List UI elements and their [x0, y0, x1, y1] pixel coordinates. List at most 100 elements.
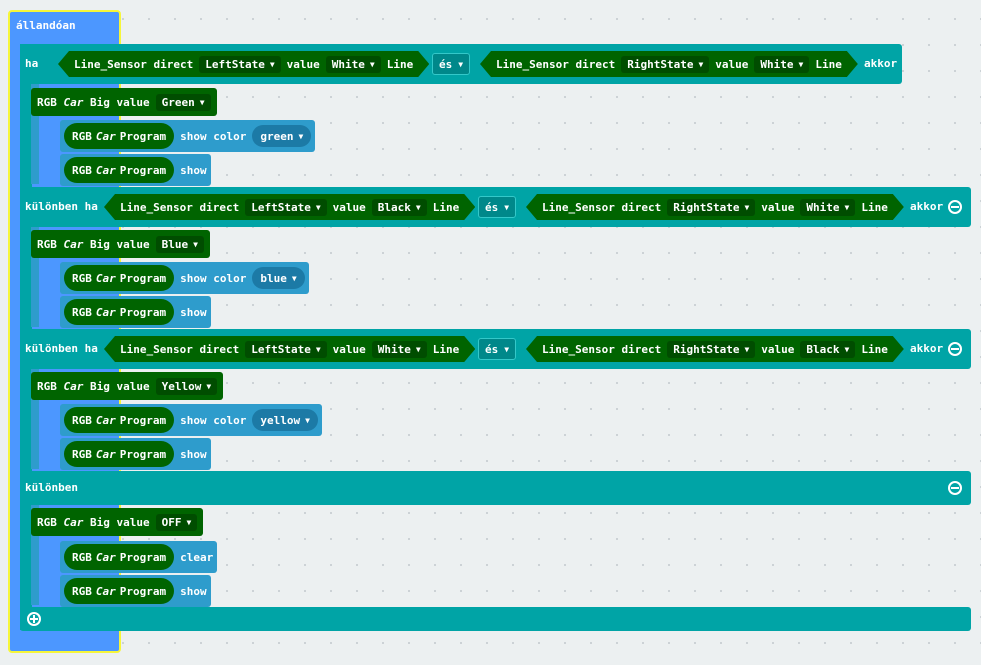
caret-down-icon: ▼ — [186, 517, 192, 527]
line-sensor-block-left-1[interactable]: Line_Sensor direct LeftState▼ value Whit… — [58, 51, 429, 77]
action-label: show — [180, 447, 207, 461]
value-label: value — [332, 200, 366, 214]
and-operator-dropdown[interactable]: és▼ — [432, 53, 471, 75]
if-block-footer — [20, 607, 971, 631]
forever-label: állandóan — [16, 19, 76, 32]
caret-down-icon: ▼ — [369, 59, 375, 69]
plus-circle-icon[interactable] — [27, 612, 41, 626]
action-label: show — [180, 305, 207, 319]
elseif-label: különben ha — [25, 200, 98, 213]
rgb-program-reporter[interactable]: RGB Car Program — [64, 299, 175, 325]
rgb-program-show-color-block[interactable]: RGB Car Program show color blue▼ — [60, 262, 309, 294]
line-sensor-block-left-2[interactable]: Line_Sensor direct LeftState▼ value Blac… — [104, 194, 475, 220]
branch-arm — [31, 84, 39, 184]
state-dropdown[interactable]: RightState▼ — [667, 341, 755, 358]
color-dropdown[interactable]: blue▼ — [252, 267, 305, 289]
value-dropdown[interactable]: White▼ — [326, 56, 381, 73]
line-suffix: Line — [861, 342, 888, 356]
rgb-big-value-block[interactable]: RGB Car Big value OFF▼ — [31, 508, 204, 536]
branch-arm — [31, 369, 39, 469]
state-dropdown[interactable]: LeftState▼ — [245, 341, 326, 358]
minus-circle-icon[interactable] — [948, 342, 962, 356]
big-value-dropdown[interactable]: Blue▼ — [155, 235, 204, 253]
caret-down-icon: ▼ — [844, 344, 850, 354]
rgb-program-reporter[interactable]: RGB Car Program — [64, 441, 175, 467]
rgb-program-reporter[interactable]: RGB Car Program — [64, 157, 175, 183]
value-dropdown[interactable]: Black▼ — [800, 341, 855, 358]
state-dropdown[interactable]: RightState▼ — [667, 199, 755, 216]
minus-circle-icon[interactable] — [948, 481, 962, 495]
rgb-program-reporter[interactable]: RGB Car Program — [64, 578, 175, 604]
minus-circle-icon[interactable] — [948, 200, 962, 214]
and-operator-dropdown[interactable]: és▼ — [478, 338, 517, 360]
and-operator-dropdown[interactable]: és▼ — [478, 196, 517, 218]
line-suffix: Line — [386, 57, 414, 71]
action-label: clear — [180, 550, 214, 564]
rgb-program-reporter[interactable]: RGB Car Program — [64, 123, 175, 149]
value-label: value — [761, 342, 795, 356]
rgb-program-show-block[interactable]: RGB Car Program show — [60, 575, 211, 607]
value-label: value — [761, 200, 795, 214]
action-label: show color — [180, 271, 247, 285]
elseif-label: különben ha — [25, 342, 98, 355]
line-suffix: Line — [815, 57, 842, 71]
caret-down-icon: ▼ — [698, 59, 704, 69]
caret-down-icon: ▼ — [415, 344, 421, 354]
rgb-big-value-block[interactable]: RGB Car Big value Yellow▼ — [31, 372, 224, 400]
color-dropdown[interactable]: yellow▼ — [252, 409, 318, 431]
caret-down-icon: ▼ — [458, 59, 464, 69]
line-suffix: Line — [432, 342, 460, 356]
value-dropdown[interactable]: White▼ — [372, 341, 427, 358]
big-value-dropdown[interactable]: OFF▼ — [155, 513, 198, 531]
caret-down-icon: ▼ — [193, 239, 198, 249]
caret-down-icon: ▼ — [315, 202, 321, 212]
state-dropdown[interactable]: RightState▼ — [621, 56, 709, 73]
then-label: akkor — [864, 57, 898, 70]
line-suffix: Line — [861, 200, 888, 214]
caret-down-icon: ▼ — [744, 202, 750, 212]
caret-down-icon: ▼ — [504, 202, 510, 212]
caret-down-icon: ▼ — [199, 97, 205, 107]
caret-down-icon: ▼ — [305, 415, 310, 425]
rgb-program-show-color-block[interactable]: RGB Car Program show color yellow▼ — [60, 404, 322, 436]
value-dropdown[interactable]: Black▼ — [372, 199, 427, 216]
rgb-big-value-block[interactable]: RGB Car Big value Green▼ — [31, 88, 217, 116]
action-label: show color — [180, 129, 247, 143]
big-value-dropdown[interactable]: Yellow▼ — [155, 377, 218, 395]
then-label: akkor — [910, 342, 944, 355]
caret-down-icon: ▼ — [315, 344, 321, 354]
rgb-program-clear-block[interactable]: RGB Car Program clear — [60, 541, 218, 573]
action-label: show color — [180, 413, 247, 427]
rgb-program-show-block[interactable]: RGB Car Program show — [60, 154, 211, 186]
caret-down-icon: ▼ — [298, 131, 304, 141]
line-sensor-block-left-3[interactable]: Line_Sensor direct LeftState▼ value Whit… — [104, 336, 475, 362]
rgb-program-reporter[interactable]: RGB Car Program — [64, 265, 175, 291]
action-label: show — [180, 163, 207, 177]
state-dropdown[interactable]: LeftState▼ — [245, 199, 326, 216]
rgb-big-value-block[interactable]: RGB Car Big value Blue▼ — [31, 230, 210, 258]
caret-down-icon: ▼ — [269, 59, 275, 69]
value-label: value — [332, 342, 366, 356]
rgb-program-reporter[interactable]: RGB Car Program — [64, 544, 175, 570]
caret-down-icon: ▼ — [415, 202, 421, 212]
sensor-label: Line_Sensor direct — [542, 200, 662, 214]
rgb-program-reporter[interactable]: RGB Car Program — [64, 407, 175, 433]
value-dropdown[interactable]: White▼ — [800, 199, 855, 216]
caret-down-icon: ▼ — [206, 381, 212, 391]
line-sensor-block-right-1[interactable]: Line_Sensor direct RightState▼ value Whi… — [480, 51, 858, 77]
rgb-program-show-block[interactable]: RGB Car Program show — [60, 438, 211, 470]
state-dropdown[interactable]: LeftState▼ — [199, 56, 280, 73]
caret-down-icon: ▼ — [798, 59, 804, 69]
sensor-label: Line_Sensor direct — [120, 342, 240, 356]
line-sensor-block-right-3[interactable]: Line_Sensor direct RightState▼ value Bla… — [526, 336, 904, 362]
value-dropdown[interactable]: White▼ — [754, 56, 809, 73]
rgb-program-show-block[interactable]: RGB Car Program show — [60, 296, 211, 328]
rgb-program-show-color-block[interactable]: RGB Car Program show color green▼ — [60, 120, 316, 152]
else-label: különben — [25, 481, 78, 494]
else-header[interactable] — [20, 471, 971, 505]
sensor-label: Line_Sensor direct — [120, 200, 240, 214]
color-dropdown[interactable]: green▼ — [252, 125, 312, 147]
big-value-dropdown[interactable]: Green▼ — [155, 93, 211, 111]
line-sensor-block-right-2[interactable]: Line_Sensor direct RightState▼ value Whi… — [526, 194, 904, 220]
value-label: value — [286, 57, 320, 71]
